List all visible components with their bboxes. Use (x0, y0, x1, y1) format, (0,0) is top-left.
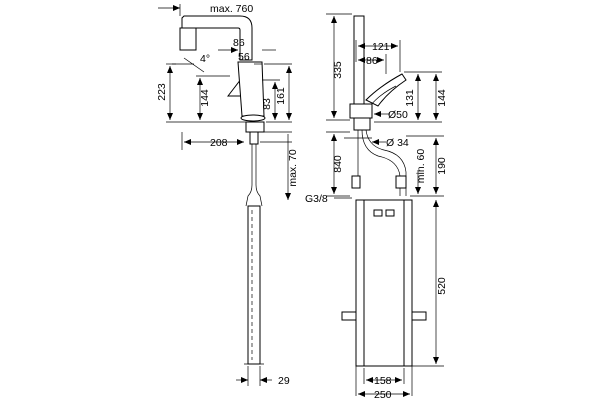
left-spout (179, 15, 253, 61)
dim-hose-length: 840 (332, 155, 344, 173)
left-side-view: max. 760 4° 86 56 223 144 83 161 208 (156, 3, 299, 387)
dim-box-height: 520 (436, 277, 448, 295)
dim-hose-offset: 208 (210, 137, 228, 149)
dim-to-box: 190 (436, 157, 448, 175)
dim-box-outer-width: 250 (374, 389, 392, 400)
dim-spout-width-inner: 56 (238, 51, 250, 63)
dim-head-width: 121 (372, 41, 390, 53)
right-handle (365, 73, 407, 107)
dim-total-height: 223 (156, 83, 168, 101)
right-body (349, 103, 373, 119)
left-deck (245, 121, 265, 133)
dim-spout-reach: max. 760 (210, 3, 253, 15)
right-spout-column (353, 15, 365, 107)
dim-base-width: 29 (278, 375, 290, 387)
dim-body-diameter: Ø50 (388, 109, 408, 121)
left-mounting-rod (247, 205, 261, 365)
dim-top-to-deck: 161 (275, 87, 287, 105)
dim-body-height-right: 144 (436, 89, 448, 107)
right-front-view: 335 121 86 Ø50 131 144 Ø 34 840 G3/8 (305, 13, 448, 400)
dim-handle-height: 131 (404, 89, 416, 107)
dim-angle: 4° (200, 53, 210, 65)
dim-head-inner: 86 (366, 55, 378, 67)
dim-deck-thickness: max. 70 (287, 149, 299, 187)
dim-spout-height: 335 (332, 61, 344, 79)
dim-box-inner-width: 158 (374, 375, 392, 387)
dim-body-height: 144 (199, 89, 211, 107)
dim-min-clearance: min. 60 (415, 149, 427, 184)
dim-hole-diameter: Ø 34 (386, 137, 409, 149)
dim-connection: G3/8 (305, 193, 328, 205)
dim-lever-height: 83 (261, 98, 273, 110)
dim-spout-width-outer: 86 (233, 37, 245, 49)
